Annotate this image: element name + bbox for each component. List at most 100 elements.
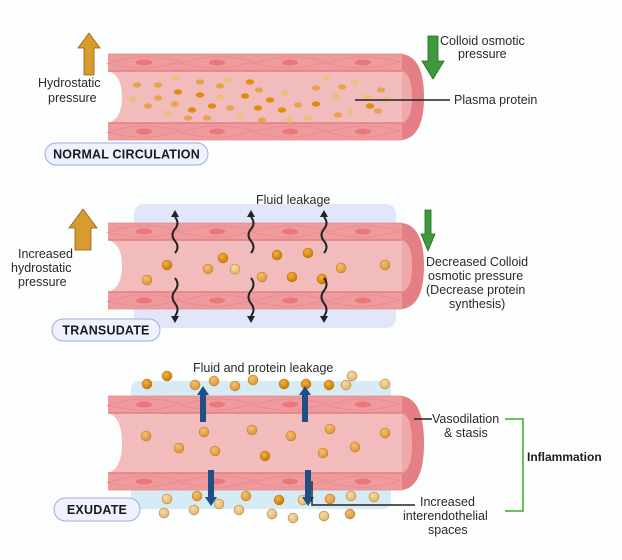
endothelial-nucleus: [136, 59, 152, 66]
plasma-protein: [183, 115, 193, 121]
exudate-badge: EXUDATE: [53, 497, 141, 522]
endothelial-cell: [324, 125, 402, 138]
endothelial-nucleus: [282, 228, 298, 235]
plasma-protein: [379, 378, 391, 390]
endothelial-nucleus: [136, 297, 152, 304]
plasma-protein: [229, 263, 241, 275]
interendothelial-label-line2: interendothelial: [403, 509, 488, 523]
exudate-title: EXUDATE: [67, 503, 127, 517]
plasma-protein: [217, 252, 229, 264]
vessel-lumen: [108, 71, 402, 123]
arrow-down-icon: [320, 316, 328, 323]
interendothelial-pointer-line: [311, 481, 415, 506]
vessel-end-inner: [402, 71, 412, 123]
plasma-protein: [335, 262, 347, 274]
fluid-protein-leakage-label: Fluid and protein leakage: [193, 361, 333, 375]
arrow-up-icon: [197, 386, 209, 395]
plasma-protein: [141, 378, 153, 390]
inflammation-label: Inflammation: [527, 450, 602, 464]
decreased-colloid-line2: osmotic pressure: [428, 269, 523, 283]
plasma-protein: [191, 490, 203, 502]
plasma-protein: [173, 89, 183, 95]
plasma-protein-group: [141, 247, 391, 286]
plasma-protein: [189, 379, 201, 391]
transudate-title: TRANSUDATE: [62, 324, 149, 338]
plasma-protein: [132, 82, 142, 88]
plasma-protein: [225, 105, 235, 111]
endothelial-cell: [324, 475, 402, 488]
plasma-protein: [198, 426, 210, 438]
leak-wave: [247, 216, 255, 254]
endothelial-nucleus: [355, 128, 371, 135]
vessel-wall-bottom: [108, 123, 402, 140]
blood-vessel: [105, 222, 424, 310]
endothelial-nucleus: [209, 128, 225, 135]
leak-arrow-shaft: [200, 395, 206, 422]
plasma-protein: [324, 493, 336, 505]
plasma-protein: [346, 370, 358, 382]
plasma-protein: [287, 512, 299, 524]
plasma-protein: [233, 504, 245, 516]
endothelial-nucleus: [355, 297, 371, 304]
plasma-protein: [259, 450, 271, 462]
plasma-protein: [188, 504, 200, 516]
fluid-leakage-label: Fluid leakage: [256, 193, 330, 207]
vasodilation-label-line1: Vasodilation: [432, 412, 499, 426]
plasma-protein: [321, 75, 331, 81]
plasma-protein: [311, 85, 321, 91]
plasma-protein: [365, 103, 375, 109]
blood-vessel: [105, 53, 424, 141]
blood-vessel: [105, 395, 424, 491]
plasma-protein: [345, 109, 355, 115]
endothelial-cell: [178, 398, 256, 411]
endothelial-cell: [251, 125, 329, 138]
endothelial-cell: [251, 475, 329, 488]
colloid-osmotic-label-line2: pressure: [458, 47, 507, 61]
endothelial-cell: [324, 56, 402, 69]
panel-transudate: Fluid leakage Increased hydrostatic pres…: [11, 193, 528, 342]
endothelial-cell: [324, 398, 402, 411]
hydrostatic-label-line2: pressure: [48, 91, 97, 105]
plasma-protein: [153, 95, 163, 101]
colloid-osmotic-label-line1: Colloid osmotic: [440, 34, 525, 48]
plasma-protein: [143, 103, 153, 109]
plasma-protein: [209, 445, 221, 457]
plasma-protein: [349, 441, 361, 453]
transudate-badge: TRANSUDATE: [51, 318, 161, 342]
plasma-protein: [266, 508, 278, 520]
plasma-protein: [170, 75, 180, 81]
plasma-protein: [215, 83, 225, 89]
plasma-protein: [318, 510, 330, 522]
protein-leakage-arrows: [197, 386, 314, 506]
leak-arrow-shaft: [305, 470, 311, 497]
endothelial-cell: [105, 475, 183, 488]
hydrostatic-pressure-arrow-icon: [77, 32, 101, 76]
plasma-protein: [373, 108, 383, 114]
leak-arrow-shaft: [302, 395, 308, 422]
plasma-protein: [273, 494, 285, 506]
plasma-protein: [153, 82, 163, 88]
plasma-protein: [311, 101, 321, 107]
plasma-protein: [303, 115, 313, 121]
plasma-protein: [323, 379, 335, 391]
endothelial-cell: [178, 225, 256, 238]
endothelial-nucleus: [355, 228, 371, 235]
plasma-protein: [271, 249, 283, 261]
plasma-protein: [229, 380, 241, 392]
plasma-protein: [379, 259, 391, 271]
plasma-protein: [173, 442, 185, 454]
endothelial-nucleus: [282, 297, 298, 304]
plasma-protein: [140, 430, 152, 442]
panel-exudate: Fluid and protein leakage Vasodilation &…: [53, 361, 602, 537]
interendothelial-label-line3: spaces: [428, 523, 468, 537]
plasma-protein: [277, 107, 287, 113]
normal-circulation-title: NORMAL CIRCULATION: [53, 148, 200, 162]
plasma-protein: [293, 102, 303, 108]
vessel-end-inner: [402, 413, 412, 473]
endothelial-nucleus: [282, 59, 298, 66]
endothelial-nucleus: [136, 401, 152, 408]
endothelial-cell: [178, 125, 256, 138]
leak-wave: [320, 277, 328, 317]
plasma-protein: [254, 87, 264, 93]
plasma-protein: [245, 79, 255, 85]
